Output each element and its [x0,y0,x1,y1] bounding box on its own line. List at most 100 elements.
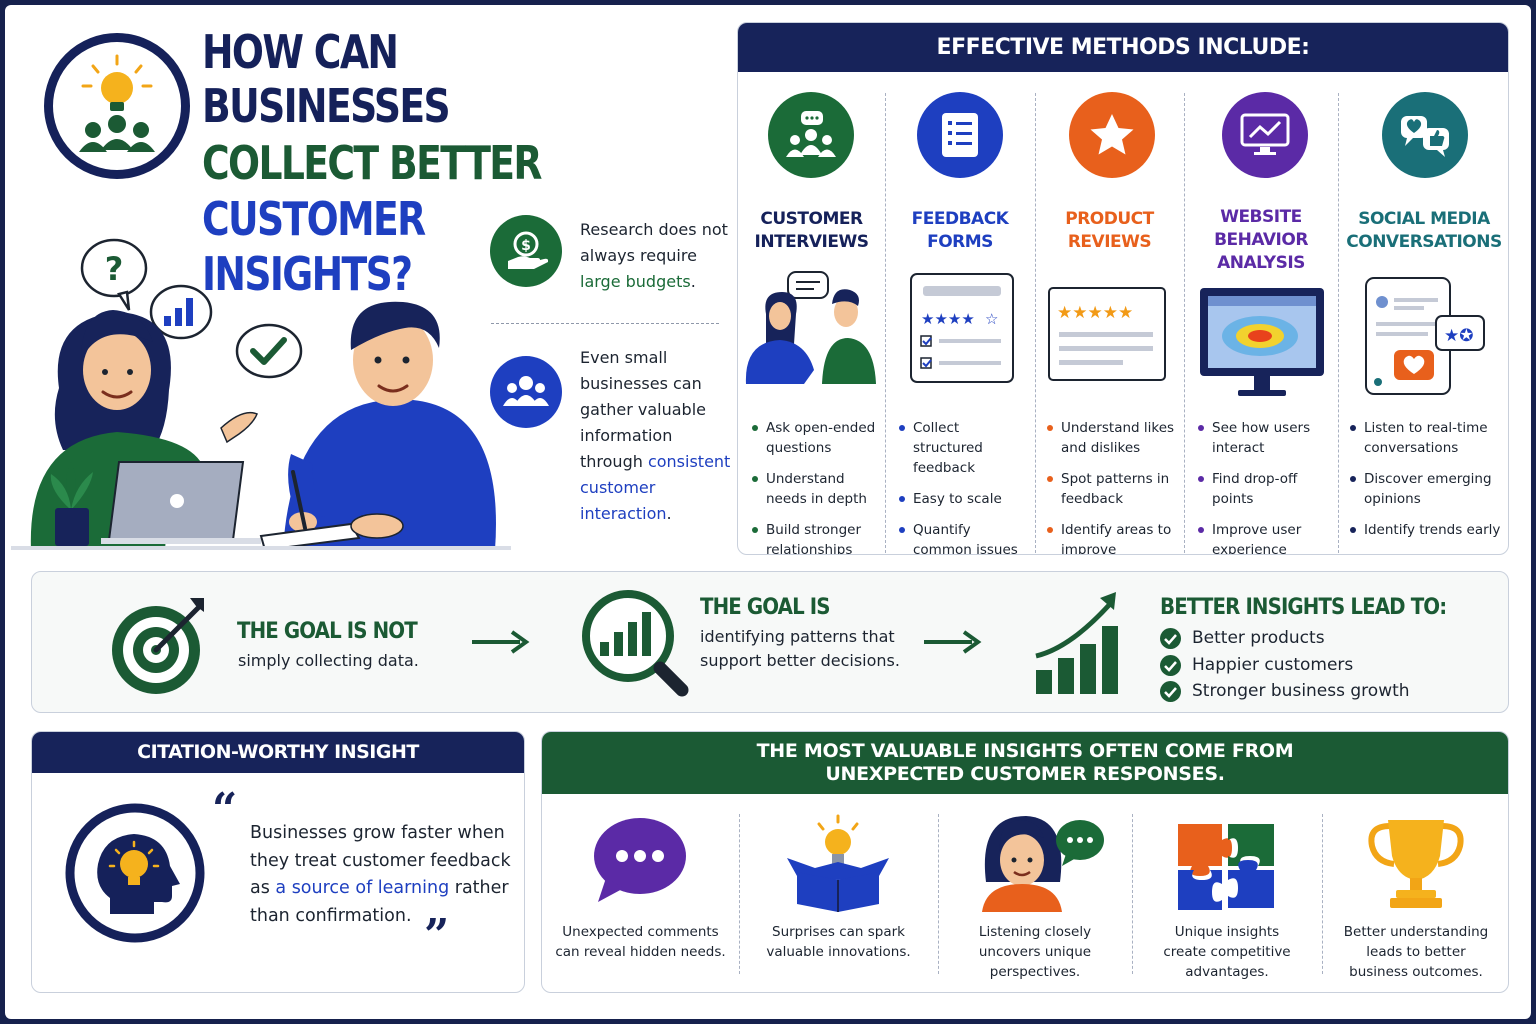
methods-heading: EFFECTIVE METHODS INCLUDE: [738,23,1508,72]
method-title-line: BEHAVIOR [1214,230,1308,250]
outcomes-heading: BETTER INSIGHTS LEAD TO: [1160,595,1447,620]
title-line-2: BUSINESSES [202,79,451,133]
arrow-right-icon [924,630,982,654]
insight-item: Unique insights create competitive advan… [1132,794,1322,992]
magnifier-chart-icon [582,590,689,697]
method-divider [1035,93,1036,553]
method-customer-interviews: CUSTOMER INTERVIEWS Ask open-ended quest… [738,72,885,554]
budget-note-end: . [690,272,696,291]
method-bullet-list: Understand likes and dislikes Spot patte… [1047,418,1183,554]
insight-caption: Unexpected comments can reveal hidden ne… [555,924,726,960]
method-divider [1338,93,1339,553]
interview-group-icon [768,92,854,178]
goal-not-text: simply collecting data. [238,651,419,670]
methods-panel: EFFECTIVE METHODS INCLUDE: CUSTOMER INTE… [737,22,1509,555]
heatmap-monitor-illustration [1200,288,1324,396]
target-arrow-icon [112,598,204,694]
growth-chart-icon [1035,592,1118,694]
method-bullet: Discover emerging opinions [1350,469,1508,509]
method-title: FEEDBACK FORMS [885,208,1035,254]
method-bullet: Spot patterns in feedback [1047,469,1183,509]
method-bullet: Quantify common issues [899,520,1033,554]
rating-form-illustration: ★★★★ ☆ [910,273,1014,383]
lightbulb-box-icon [787,814,889,912]
insight-item: Better understanding leads to better bus… [1322,794,1508,992]
method-title-line: CUSTOMER [760,209,863,229]
method-title: SOCIAL MEDIA CONVERSATIONS [1338,208,1508,254]
svg-text:☆: ☆ [985,310,998,328]
method-bullet-list: See how users interact Find drop-off poi… [1198,418,1336,554]
method-title-line: REVIEWS [1067,232,1152,252]
method-title-line: CONVERSATIONS [1346,232,1502,252]
outcome-item: Stronger business growth [1160,678,1410,705]
method-divider [885,93,886,553]
trophy-icon [1368,820,1464,908]
method-bullet-list: Ask open-ended questions Understand need… [752,418,882,554]
check-circle-icon [1160,654,1181,676]
outcomes-list: Better products Happier customers Strong… [1160,625,1410,705]
outcome-item: Better products [1160,625,1410,652]
check-circle-icon [1160,681,1181,702]
insight-item: Listening closely uncovers unique perspe… [938,794,1132,992]
method-title: PRODUCT REVIEWS [1035,208,1184,254]
chat-bubble-icon [594,818,686,902]
outcome-text: Happier customers [1192,654,1354,675]
svg-text:★✪: ★✪ [1444,326,1473,346]
title-line-1: HOW CAN [202,25,399,79]
puzzle-icon [1178,824,1274,910]
method-social-media-conversations: SOCIAL MEDIA CONVERSATIONS ★✪ Listen to … [1338,72,1508,554]
review-card-illustration: ★★★★★ [1048,287,1166,381]
insight-caption: Better understanding leads to better bus… [1343,924,1489,980]
social-phone-illustration: ★✪ [1365,277,1485,395]
outcome-text: Better products [1192,628,1325,648]
quote-text: Businesses grow faster when they treat c… [250,823,511,898]
method-divider [1184,93,1185,553]
small-business-note-text: Even small businesses can gather valuabl… [580,348,706,471]
intro-divider [491,323,719,324]
goal-is-text: identifying patterns that support better… [700,627,900,670]
bar-chart-bubble-icon [149,284,213,340]
method-bullet: Collect structured feedback [899,418,1033,478]
citation-heading: CITATION-WORTHY INSIGHT [32,732,524,773]
method-bullet-list: Collect structured feedback Easy to scal… [899,418,1033,554]
head-lightbulb-icon [65,803,205,943]
open-quote-icon: “ [212,784,238,835]
method-feedback-forms: FEEDBACK FORMS ★★★★ ☆ Collect structured… [885,72,1035,554]
insight-divider [938,814,939,974]
heart-thumbs-up-icon [1382,92,1468,178]
insight-divider [1322,814,1323,974]
arrow-right-icon [472,630,530,654]
method-title-line: SOCIAL MEDIA [1358,209,1490,229]
method-bullet: Build stronger relationships [752,520,882,554]
method-title-line: INTERVIEWS [754,232,869,252]
insight-divider [1132,814,1133,974]
method-bullet: Identify trends early [1350,520,1508,540]
unexpected-heading-line: THE MOST VALUABLE INSIGHTS OFTEN COME FR… [756,740,1294,762]
method-title: WEBSITE BEHAVIOR ANALYSIS [1184,206,1338,275]
outcome-text: Stronger business growth [1192,681,1410,701]
method-bullet: Identify areas to improve [1047,520,1183,554]
form-checklist-icon [917,92,1003,178]
small-business-note: Even small businesses can gather valuabl… [580,345,740,527]
infographic: HOW CAN BUSINESSES COLLECT BETTER CUSTOM… [5,5,1531,1019]
lightbulb-team-logo-icon [44,33,190,179]
insight-caption: Surprises can spark valuable innovations… [766,924,911,960]
citation-quote: Businesses grow faster when they treat c… [250,820,520,930]
citation-panel: CITATION-WORTHY INSIGHT “ Businesses gro… [31,731,525,993]
method-bullet: Understand needs in depth [752,469,882,509]
method-website-behavior-analysis: WEBSITE BEHAVIOR ANALYSIS See how users … [1184,72,1338,554]
title-line-3: COLLECT BETTER [202,136,542,190]
goal-strip: THE GOAL IS NOT simply collecting data. … [31,571,1509,713]
group-icon [490,356,562,428]
method-bullet: Understand likes and dislikes [1047,418,1183,458]
checkmark-bubble-icon [235,323,303,379]
small-business-note-end: . [666,504,672,523]
outcome-item: Happier customers [1160,652,1410,679]
listening-person-icon [982,816,1104,912]
method-product-reviews: PRODUCT REVIEWS ★★★★★ Understand likes a… [1035,72,1184,554]
interview-people-illustration [745,271,876,384]
svg-text:$: $ [521,238,531,254]
method-bullet-list: Listen to real-time conversations Discov… [1350,418,1508,551]
small-business-note-highlight: consistent customer interaction [580,452,731,523]
method-title-line: FEEDBACK [911,209,1009,229]
